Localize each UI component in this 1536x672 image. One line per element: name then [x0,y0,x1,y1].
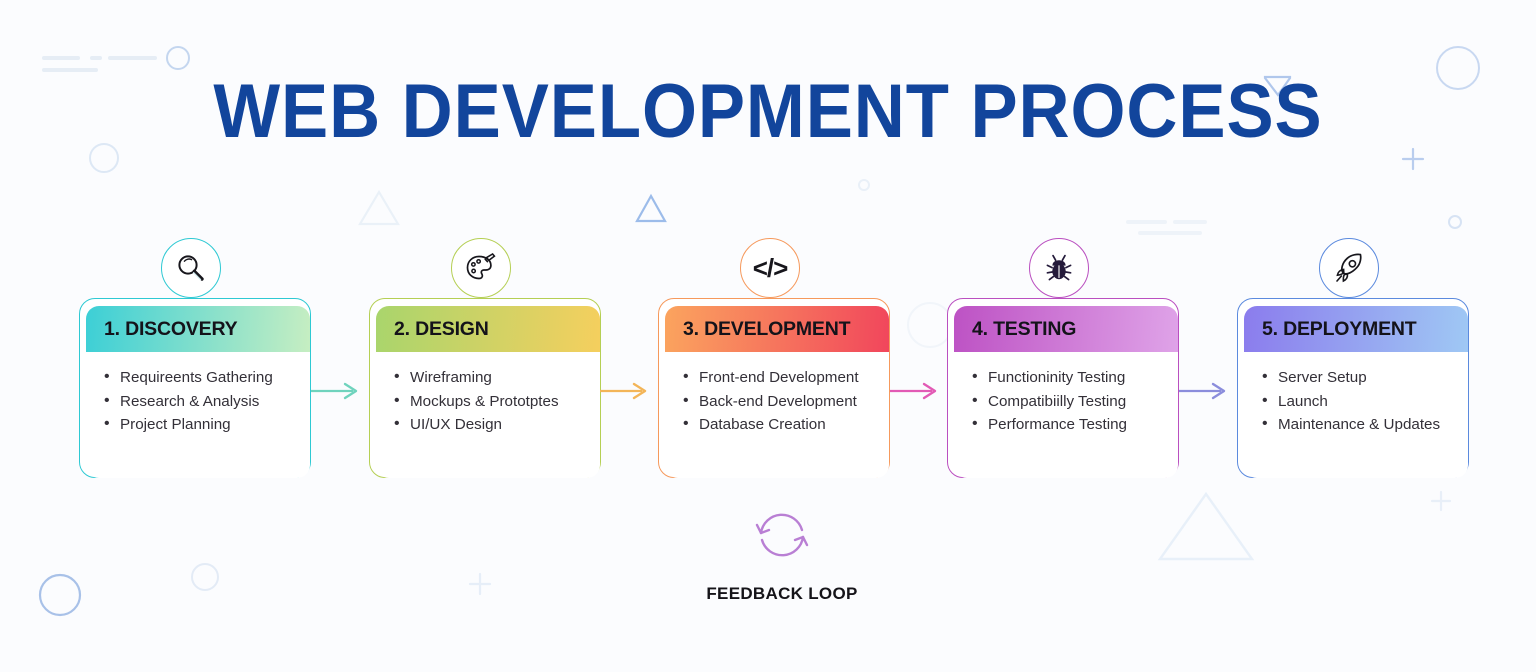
card-header: 4. TESTING [954,306,1178,352]
card-list-item: Database Creation [681,412,879,437]
card-list-item: Back-end Development [681,389,879,414]
palette-icon [451,238,511,298]
card-heading: 3. DEVELOPMENT [683,317,851,340]
page-title: WEB DEVELOPMENT PROCESS [213,69,1323,154]
feedback-loop: FEEDBACK LOOP [652,500,912,604]
card-inner: 1. DISCOVERY Requireents GatheringResearc… [86,306,310,478]
bug-icon [1029,238,1089,298]
card-inner: 3. DEVELOPMENT Front-end DevelopmentBack-… [665,306,889,478]
card-item-list: Server SetupLaunchMaintenance & Updates [1260,365,1458,437]
arrow-testing-deployment [1179,382,1231,400]
card-list-item: Server Setup [1260,365,1458,390]
arrow-discovery-design [311,382,363,400]
card-header: 3. DEVELOPMENT [665,306,889,352]
card-list-item: Front-end Development [681,365,879,390]
card-item-list: Front-end DevelopmentBack-end Developmen… [681,365,879,437]
card-heading: 1. DISCOVERY [104,317,238,340]
card-item-list: WireframingMockups & PrototptesUI/UX Des… [392,365,590,437]
card-list-item: Performance Testing [970,412,1168,437]
card-item-list: Requireents GatheringResearch & Analysis… [102,365,300,437]
card-list-item: Project Planning [102,412,300,437]
card-inner: 4. TESTING Functioninity TestingCompatibi… [954,306,1178,478]
card-list-item: Functioninity Testing [970,365,1168,390]
card-body: Functioninity TestingCompatibiilly Testi… [954,352,1178,437]
card-inner: 2. DESIGN WireframingMockups & Prototptes… [376,306,600,478]
card-list-item: Requireents Gathering [102,365,300,390]
card-body: Server SetupLaunchMaintenance & Updates [1244,352,1468,437]
card-body: Front-end DevelopmentBack-end Developmen… [665,352,889,437]
card-heading: 4. TESTING [972,317,1077,340]
card-header: 2. DESIGN [376,306,600,352]
card-list-item: Research & Analysis [102,389,300,414]
card-inner: 5. DEPLOYMENT Server SetupLaunchMaintenan… [1244,306,1468,478]
arrow-development-testing [890,382,942,400]
refresh-loop-icon [652,500,912,570]
card-list-item: Mockups & Prototptes [392,389,590,414]
card-body: WireframingMockups & PrototptesUI/UX Des… [376,352,600,437]
card-list-item: Compatibiilly Testing [970,389,1168,414]
card-body: Requireents GatheringResearch & Analysis… [86,352,310,437]
card-heading: 5. DEPLOYMENT [1262,317,1417,340]
card-header: 1. DISCOVERY [86,306,310,352]
arrow-design-development [600,382,652,400]
card-header: 5. DEPLOYMENT [1244,306,1468,352]
magnifier-icon [161,238,221,298]
card-list-item: Wireframing [392,365,590,390]
card-list-item: Maintenance & Updates [1260,412,1458,437]
rocket-icon [1319,238,1379,298]
card-list-item: UI/UX Design [392,412,590,437]
card-list-item: Launch [1260,389,1458,414]
card-heading: 2. DESIGN [394,317,489,340]
card-item-list: Functioninity TestingCompatibiilly Testi… [970,365,1168,437]
feedback-loop-label: FEEDBACK LOOP [706,584,858,603]
code-icon: </> [740,238,800,298]
